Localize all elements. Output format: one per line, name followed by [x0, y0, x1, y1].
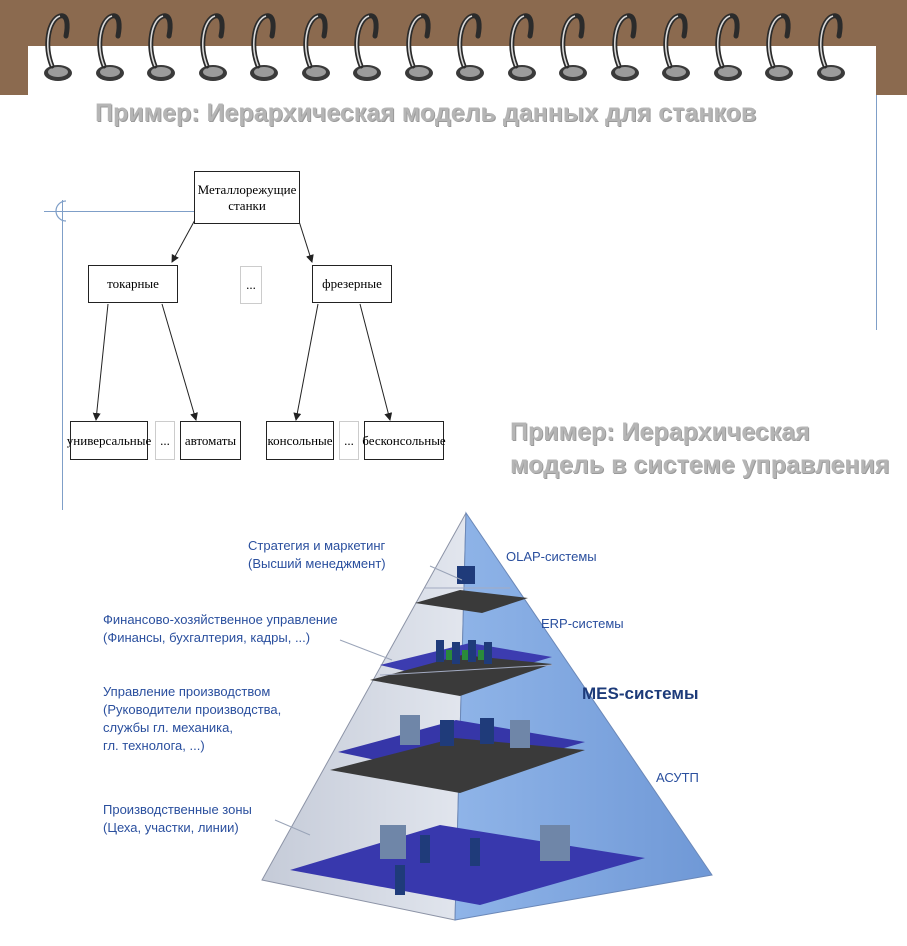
pyramid-level-text: Финансово-хозяйственное управление (Фина…: [103, 612, 338, 645]
pyramid-level-text: Производственные зоны (Цеха, участки, ли…: [103, 802, 252, 835]
spiral-ring-icon: [95, 13, 124, 81]
spiral-ring-icon: [816, 13, 845, 81]
system-label-asutp: АСУТП: [656, 770, 699, 785]
tree-node-lathe: токарные: [88, 265, 178, 303]
pyramid-level-production-label: Управление производством (Руководители п…: [103, 683, 281, 755]
spiral-ring-icon: [456, 13, 484, 81]
system-label-mes: MES-системы: [582, 684, 699, 703]
tree-title: Пример: Иерархическая модель данных для …: [95, 99, 757, 127]
page-guide-line: [44, 211, 196, 212]
spiral-ring-icon: [250, 13, 278, 81]
pyramid-level-strategy-label: Стратегия и маркетинг (Высший менеджмент…: [248, 537, 386, 573]
tree-connectors: [92, 217, 393, 421]
spiral-ring-icon: [662, 13, 690, 81]
system-label-erp: ERP-системы: [541, 616, 624, 631]
page-margin-line: [62, 200, 63, 510]
tree-node-ellipsis: ...: [155, 421, 175, 460]
spiral-ring-icon: [507, 13, 536, 81]
page-right-line: [876, 95, 877, 330]
tree-node-consoleless: бесконсольные: [362, 421, 446, 460]
spiral-ring-icon: [147, 13, 175, 81]
spiral-ring-icon: [765, 13, 793, 81]
spiral-ring-icon: [44, 13, 72, 81]
tree-node-universal: универсальные: [67, 421, 151, 460]
spiral-ring-icon: [301, 13, 330, 81]
tree-node-ellipsis: ...: [339, 421, 359, 460]
margin-mark-icon: [55, 200, 67, 222]
pyramid-title: Пример: Иерархическая модель в системе у…: [510, 418, 890, 479]
tree-root-node: Металлорежущие станки: [194, 171, 300, 224]
spiral-ring-icon: [198, 13, 227, 81]
spiral-ring-icon: [713, 13, 742, 81]
pyramid-level-text: Управление производством (Руководители п…: [103, 684, 282, 753]
tree-node-console: консольные: [266, 421, 334, 460]
spiral-ring-icon: [610, 13, 639, 81]
spiral-ring-icon: [559, 13, 587, 81]
tree-node-milling: фрезерные: [312, 265, 392, 303]
spiral-ring-icon: [353, 13, 381, 81]
tree-node-automatic: автоматы: [180, 421, 241, 460]
tree-node-ellipsis: ...: [240, 266, 262, 304]
spiral-ring-icon: [404, 13, 433, 81]
system-label-olap: OLAP-системы: [506, 549, 597, 564]
pyramid-level-zones-label: Производственные зоны (Цеха, участки, ли…: [103, 801, 252, 837]
pyramid-level-text: Стратегия и маркетинг (Высший менеджмент…: [248, 538, 386, 571]
pyramid-level-finance-label: Финансово-хозяйственное управление (Фина…: [103, 611, 338, 647]
